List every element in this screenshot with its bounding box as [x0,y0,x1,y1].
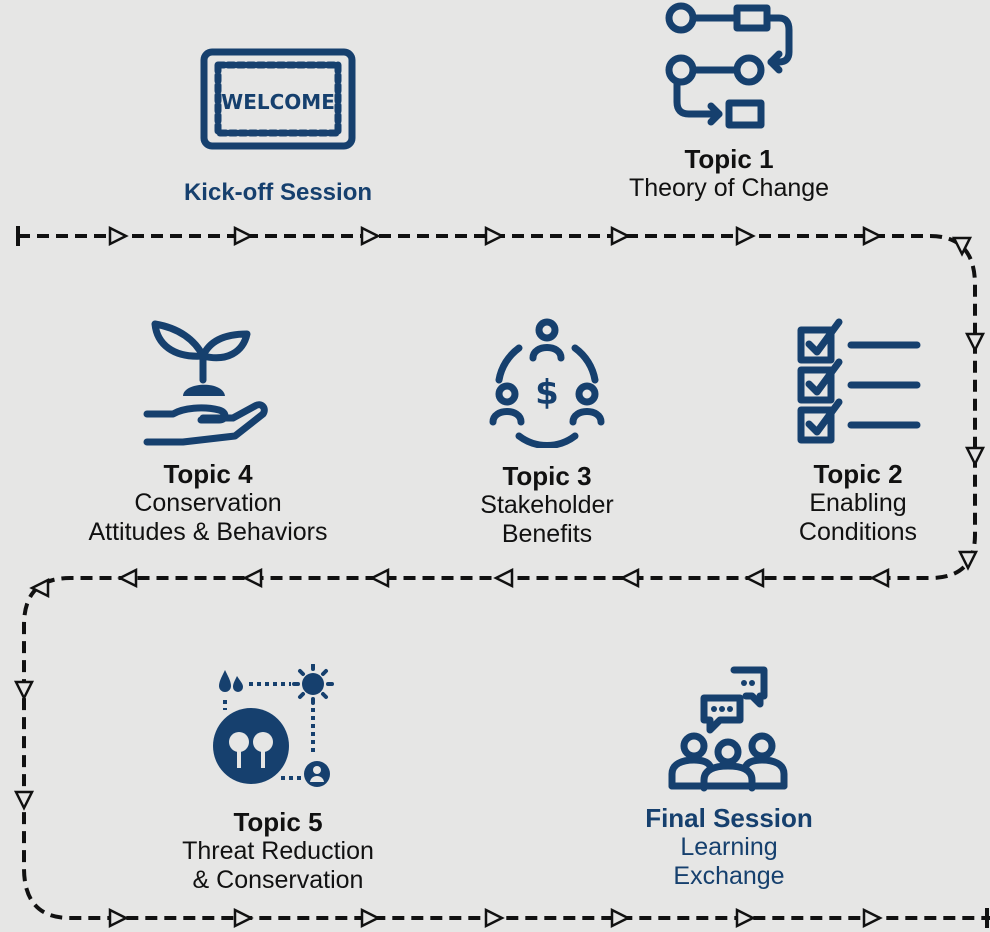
path-arrow-bottom-2 [233,907,254,929]
topic3-line2: Benefits [501,520,593,548]
stakeholder-money-icon: $ [489,318,605,448]
welcome-sign-text: WELCOME [221,90,335,114]
topic1-node: Topic 1 Theory of Change [598,0,860,203]
path-arrow-corner-1 [951,236,973,257]
path-arrow-top-2 [233,225,254,247]
path-arrow-bottom-4 [484,907,505,929]
final-line1: Learning [680,833,778,861]
currency-symbol: $ [535,373,559,413]
path-arrow-corner-2 [957,550,979,571]
path-arrow-middle-4 [493,567,514,589]
topic1-title: Topic 1 [684,144,774,174]
topic3-title: Topic 3 [502,461,592,491]
topic2-line2: Conditions [798,518,918,546]
final-node: Final Session Learning Exchange [598,664,860,891]
path-arrow-top-6 [735,225,756,247]
path-arrow-bottom-5 [610,907,631,929]
topic5-line2: & Conservation [192,866,364,894]
plant-in-hand-icon [143,320,268,446]
path-arrows [13,225,986,929]
path-arrow-middle-1 [869,567,890,589]
topic5-line1: Threat Reduction [182,837,374,865]
topic4-line2: Attitudes & Behaviors [88,518,328,546]
topic3-node: $ Topic 3 Stakeholder Benefits [432,318,662,549]
topic5-node: Topic 5 Threat Reduction & Conservation [148,664,408,895]
path-arrow-corner-3 [29,577,50,599]
path-arrow-top-5 [610,225,631,247]
discussion-group-icon [668,666,788,792]
path-arrow-bottom-7 [862,907,883,929]
path-arrow-middle-2 [744,567,765,589]
ecosystem-threat-icon [213,664,334,787]
topic2-node: Topic 2 Enabling Conditions [758,318,958,547]
topic3-line1: Stakeholder [480,491,614,519]
path-arrow-right-2 [964,446,986,467]
path-row-1 [18,234,990,920]
kickoff-title: Kick-off Session [183,179,373,206]
path-arrow-left-2 [13,790,35,811]
path-arrow-bottom-6 [735,907,756,929]
path-arrow-middle-5 [369,567,390,589]
path-arrow-bottom-3 [360,907,381,929]
path-arrow-right-1 [964,332,986,353]
checklist-icon [797,318,921,444]
path-arrow-bottom-1 [108,907,129,929]
path-arrow-middle-7 [117,567,138,589]
topic4-title: Topic 4 [163,459,253,489]
final-title: Final Session [645,803,813,833]
topic5-title: Topic 5 [233,807,323,837]
kickoff-node: WELCOME Kick-off Session [148,48,408,207]
topic1-subtitle: Theory of Change [628,174,830,202]
checklist-row-2 [797,358,921,404]
topic2-line1: Enabling [809,489,907,517]
checklist-row-3 [797,398,921,444]
path-arrow-top-3 [360,225,381,247]
path-arrow-top-7 [862,225,883,247]
path-arrow-middle-6 [242,567,263,589]
flowchart-icon [665,2,793,129]
path-arrow-left-1 [13,680,35,701]
topic4-node: Topic 4 Conservation Attitudes & Behavio… [58,318,358,547]
path-arrow-middle-3 [619,567,640,589]
path-arrow-top-1 [108,225,129,247]
topic2-title: Topic 2 [813,459,903,489]
topic4-line1: Conservation [134,489,282,517]
welcome-sign-icon: WELCOME [200,48,356,150]
path-arrow-top-4 [484,225,505,247]
final-line2: Exchange [673,862,785,890]
checklist-row-1 [797,318,921,364]
